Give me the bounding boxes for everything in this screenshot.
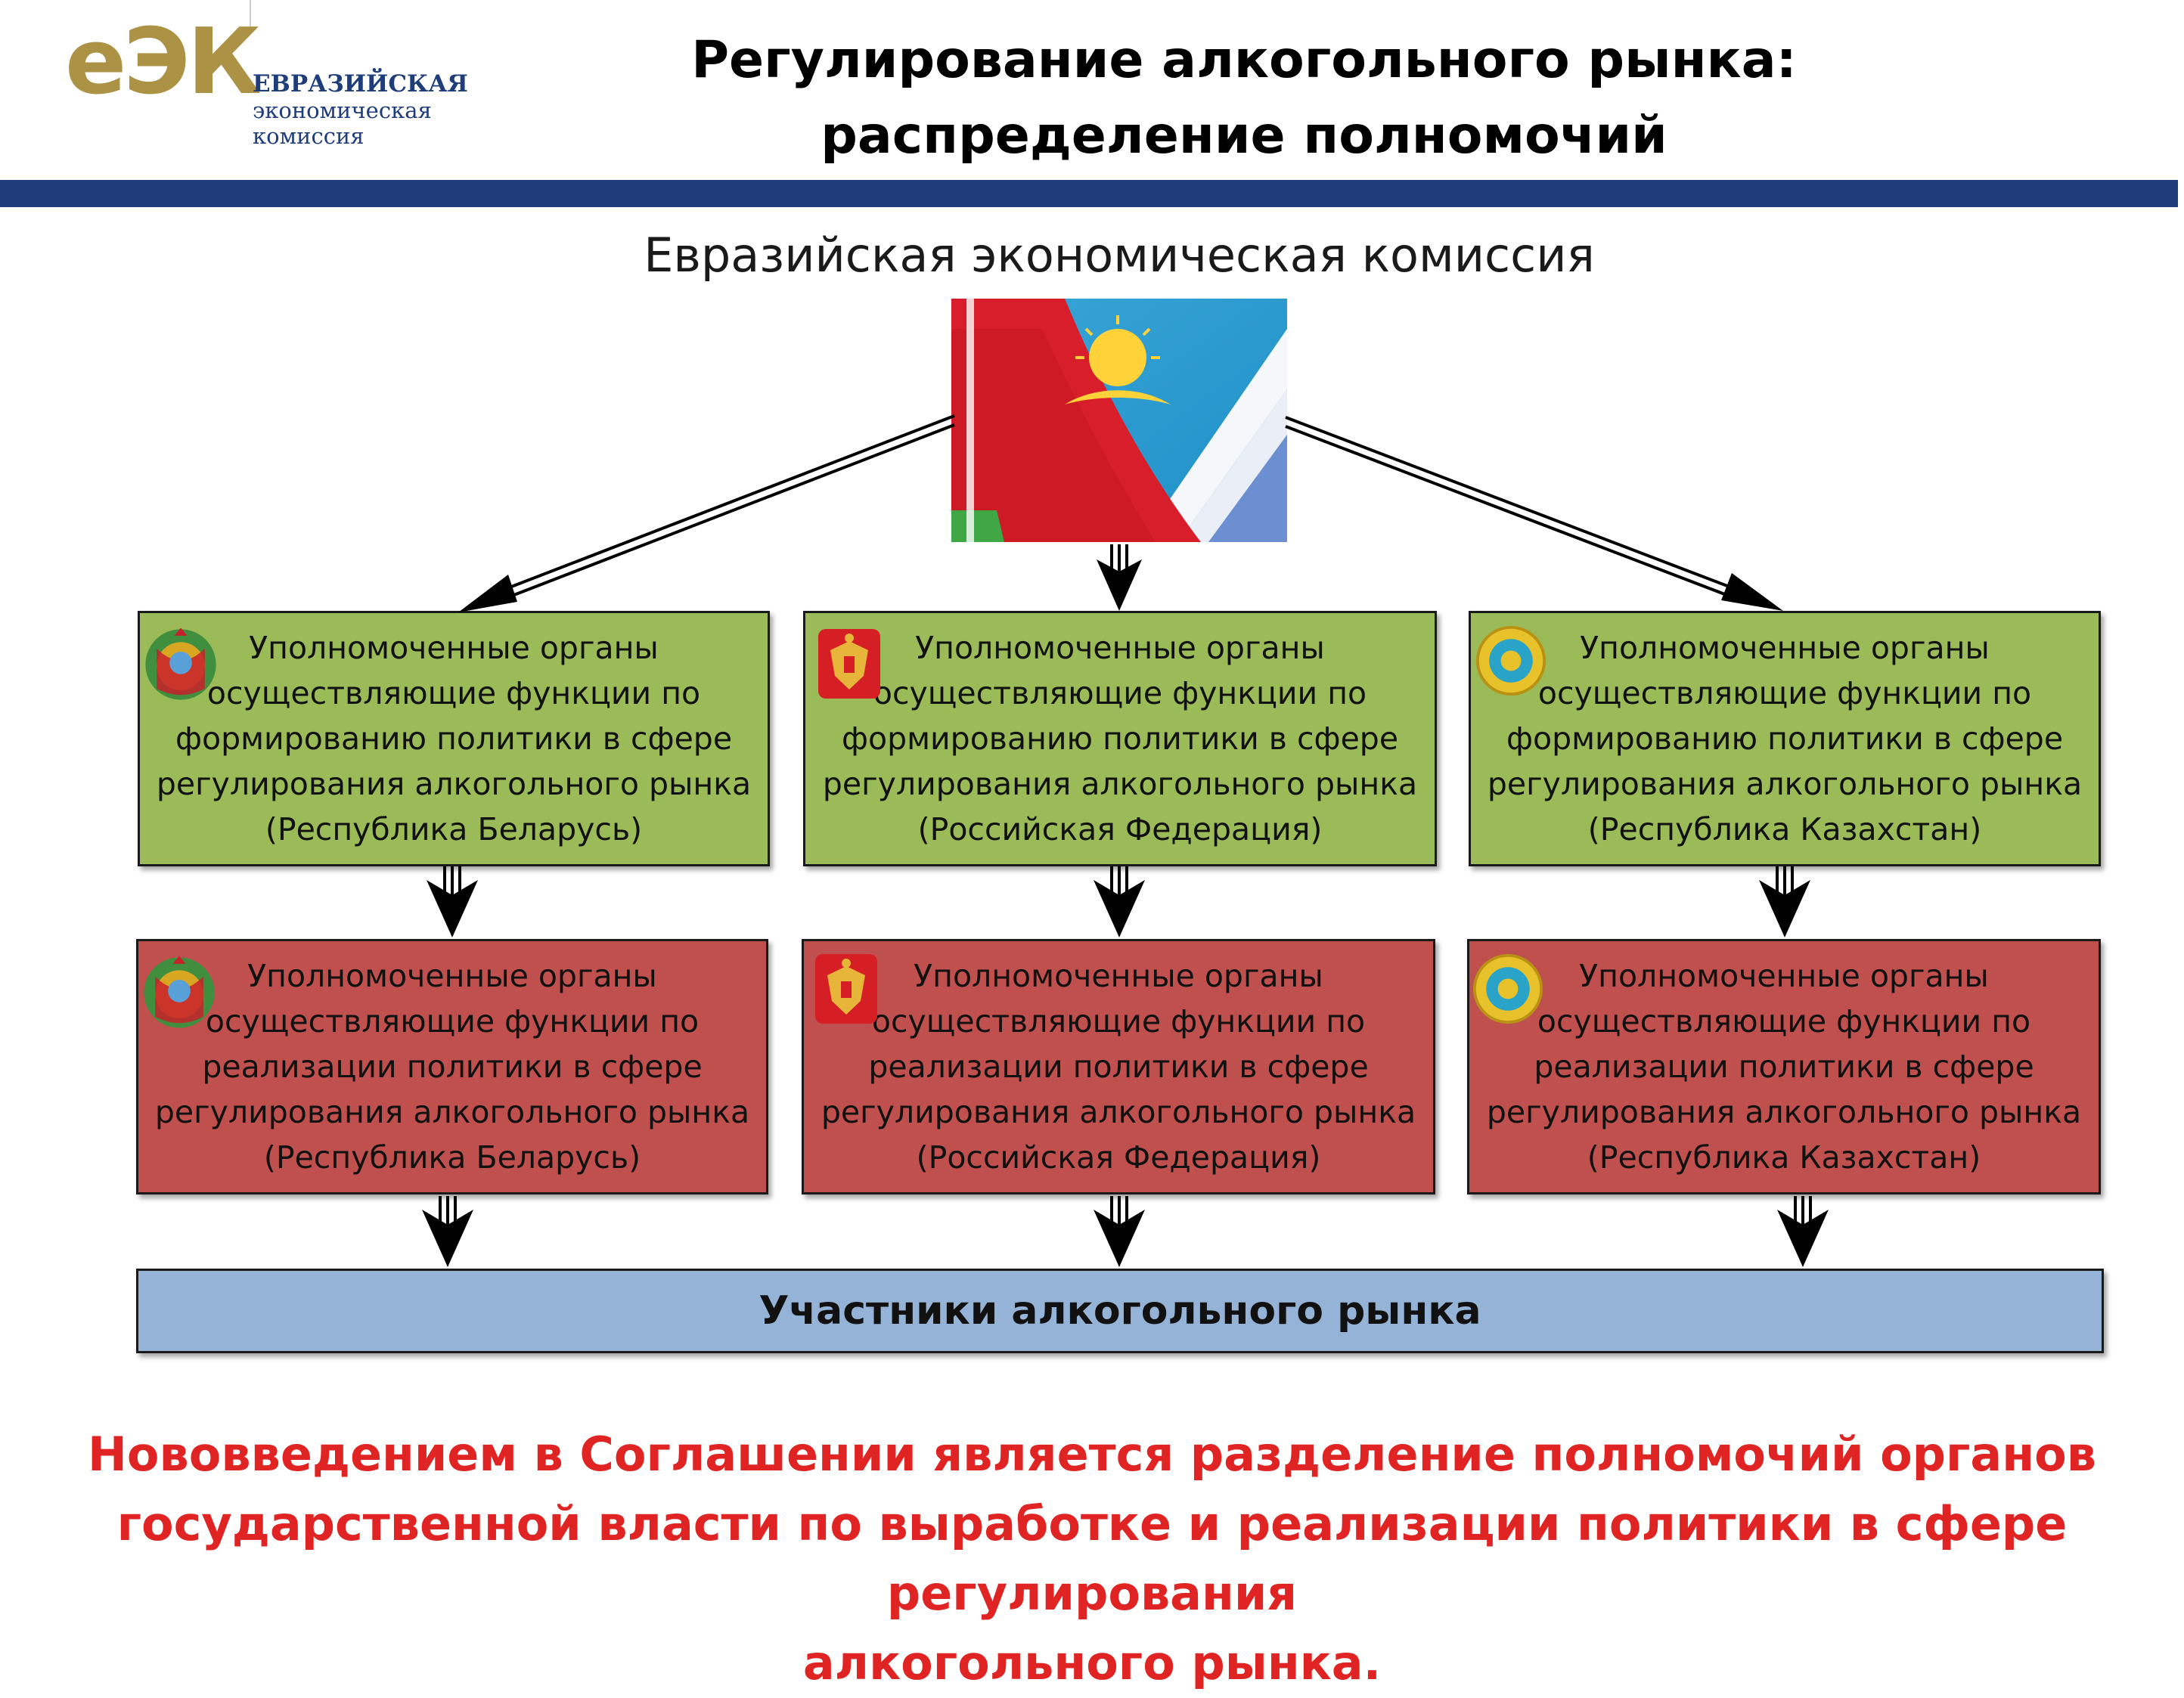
note-line-3: алкогольного рынка. <box>802 1635 1382 1690</box>
kazakhstan-emblem-icon <box>1475 625 1546 696</box>
russia-emblem-icon <box>815 954 877 1024</box>
belarus-emblem-icon <box>144 956 215 1028</box>
kazakhstan-emblem-icon <box>1472 953 1543 1024</box>
logo-text-line-1: ЕВРАЗИЙСКАЯ <box>253 70 468 98</box>
eec-logo: еЭК <box>65 10 262 115</box>
commission-title: Евразийская экономическая комиссия <box>644 228 1595 283</box>
belarus-emblem-icon <box>145 627 216 700</box>
header <box>0 0 2184 180</box>
market-participants-label: Участники алкогольного рынка <box>759 1288 1481 1334</box>
logo-text-line-3: комиссия <box>253 123 365 149</box>
note-line-2: государственной власти по выработке и ре… <box>116 1496 2068 1621</box>
logo-text-line-2: экономическая <box>253 98 432 123</box>
market-participants-box: Участники алкогольного рынка <box>136 1269 2104 1353</box>
title-line-1: Регулирование алкогольного рынка: <box>691 30 1797 90</box>
page-title: Регулирование алкогольного рынка: распре… <box>620 23 1868 174</box>
header-bar <box>0 180 2178 207</box>
russia-emblem-icon <box>818 629 880 699</box>
eaeu-flags-image <box>951 299 1287 542</box>
note-line-1: Нововведением в Соглашении является разд… <box>88 1427 2096 1482</box>
header-divider <box>250 0 251 30</box>
title-line-2: распределение полномочий <box>821 106 1667 166</box>
innovation-note: Нововведением в Соглашении является разд… <box>15 1420 2169 1698</box>
